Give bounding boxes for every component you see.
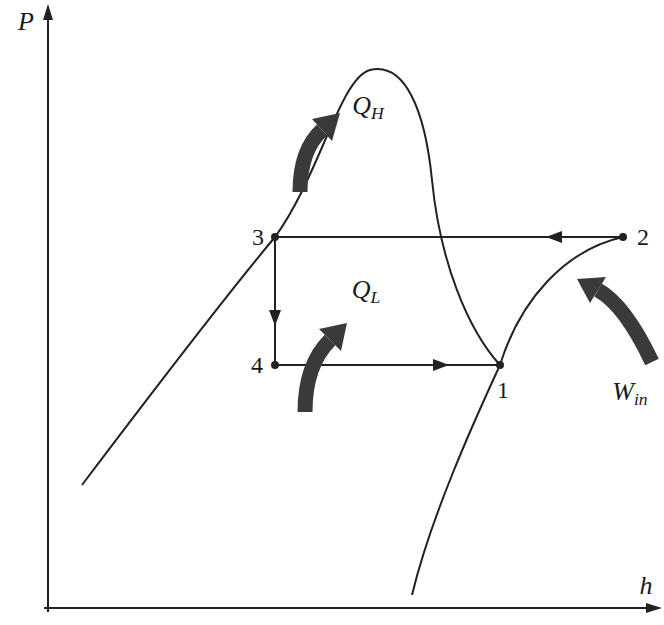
saturation-dome [82,69,500,485]
heat-arrow [300,130,322,192]
heat-arrow [305,340,330,412]
heat-label: QH [352,93,384,123]
heat-arrowhead [312,113,340,141]
enthalpy-axis [44,607,652,609]
isentrope-line [412,365,500,595]
state-number: 4 [251,353,263,377]
work-arrow [598,290,652,362]
state-point [271,233,279,241]
state-point [619,233,627,241]
axis-label: P [18,9,34,35]
condenser-line [275,236,623,238]
state-point [271,361,279,369]
axis-arrowhead [646,603,662,613]
flow-arrowhead [546,231,562,243]
axis-arrowhead [43,4,53,20]
work-label: Win [612,379,647,409]
axis-label: h [640,573,653,599]
state-number: 3 [252,225,264,249]
expansion-line [274,237,276,365]
pressure-axis [47,14,49,612]
work-arrowhead [577,277,606,303]
state-number: 1 [497,378,509,402]
flow-arrowhead [433,359,449,371]
state-point [496,361,504,369]
state-number: 2 [637,225,649,249]
heat-label: QL [352,277,381,307]
heat-arrowhead [319,323,347,351]
flow-arrowhead [269,310,281,326]
